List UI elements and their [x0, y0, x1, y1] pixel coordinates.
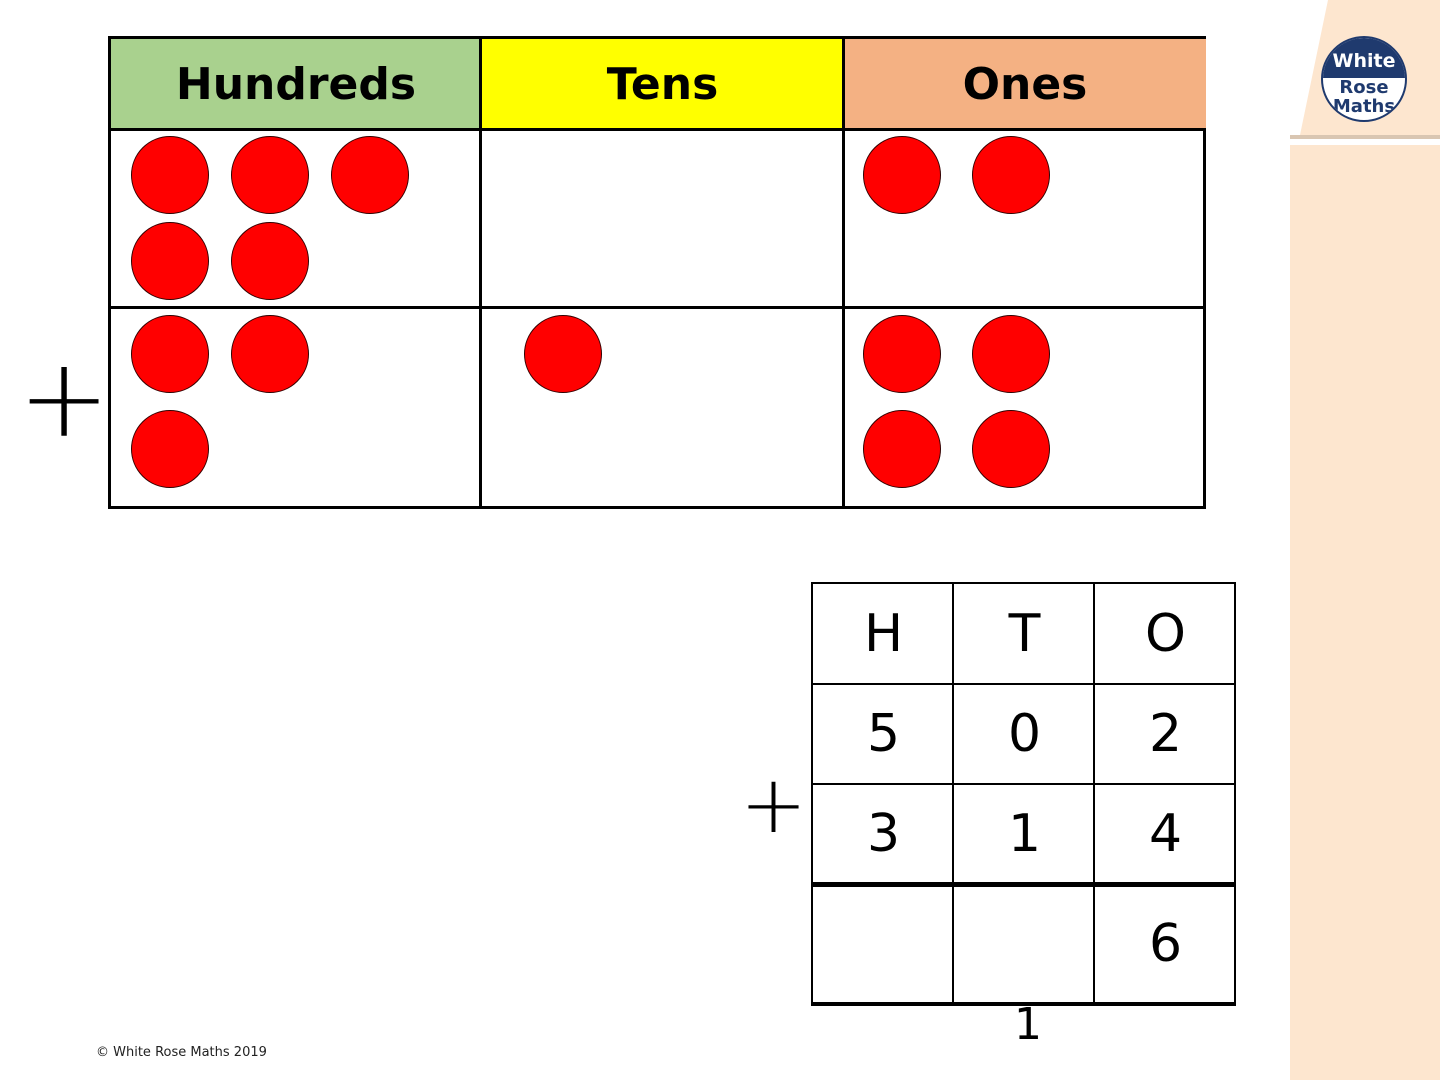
digit-cell: 3 [866, 804, 901, 864]
divider [1093, 584, 1095, 1002]
answer-line [813, 882, 1234, 887]
counter [131, 315, 209, 393]
answer-cell[interactable]: 6 [1148, 914, 1183, 974]
header-hundreds: Hundreds [111, 39, 481, 131]
answer-cell[interactable] [954, 894, 1095, 1004]
place-value-chart: Hundreds Tens Ones [108, 36, 1206, 509]
digit-cell: 0 [1007, 704, 1042, 764]
counter [231, 222, 309, 300]
header-tens: Tens [481, 39, 844, 131]
carry-digit: 1 [1014, 999, 1042, 1050]
divider [952, 584, 954, 1002]
divider [813, 683, 1234, 685]
counter [863, 136, 941, 214]
divider [842, 39, 845, 506]
divider [111, 306, 1203, 309]
logo-line-3: Maths [1332, 96, 1396, 117]
counter [331, 136, 409, 214]
logo-line-2: Rose [1339, 77, 1389, 98]
digit-cell: 5 [866, 704, 901, 764]
counter [972, 315, 1050, 393]
column-header: T [1008, 604, 1041, 664]
divider [813, 783, 1234, 785]
white-rose-maths-logo: White Rose Maths [1321, 36, 1407, 122]
column-header: O [1145, 604, 1186, 664]
counter [131, 222, 209, 300]
counter [131, 136, 209, 214]
counter [972, 410, 1050, 488]
plus-sign: + [740, 758, 808, 851]
digit-cell: 2 [1148, 704, 1183, 764]
counter [231, 136, 309, 214]
digit-cell: 4 [1148, 804, 1183, 864]
digit-cell: 1 [1007, 804, 1042, 864]
counter [524, 315, 602, 393]
header-ones: Ones [844, 39, 1206, 131]
counter [863, 315, 941, 393]
divider [479, 39, 482, 506]
column-header: H [863, 604, 904, 664]
counter [231, 315, 309, 393]
counter [863, 410, 941, 488]
counter [131, 410, 209, 488]
plus-sign: + [18, 334, 111, 462]
column-addition-grid: H T O 5 0 2 3 1 4 6 [811, 582, 1236, 1006]
answer-cell[interactable] [813, 894, 954, 1004]
side-panel [1290, 145, 1440, 1080]
copyright: © White Rose Maths 2019 [96, 1045, 267, 1060]
counter [972, 136, 1050, 214]
side-divider [1290, 135, 1440, 139]
